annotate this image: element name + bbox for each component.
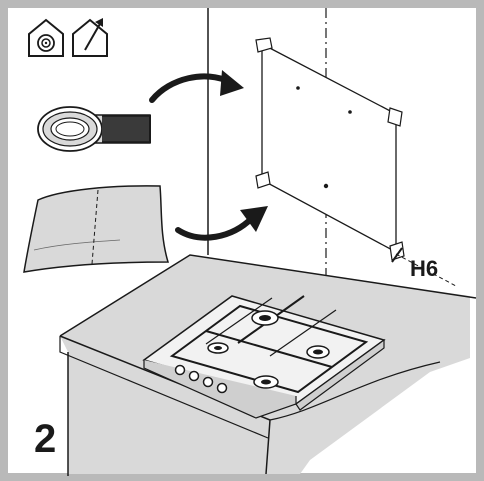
tape-roll-icon	[37, 106, 151, 152]
gas-hob-icon	[142, 295, 386, 419]
dimension-marker: H6	[391, 247, 457, 287]
step-number: 2	[34, 417, 56, 461]
wall-template	[255, 37, 405, 261]
paper-template-icon	[23, 185, 170, 273]
house-spiral-icon	[28, 18, 64, 57]
arrow-icon	[149, 70, 244, 103]
arrow-icon	[175, 206, 268, 241]
dimension-label: H6	[410, 256, 438, 281]
house-outlet-icon	[72, 18, 108, 57]
